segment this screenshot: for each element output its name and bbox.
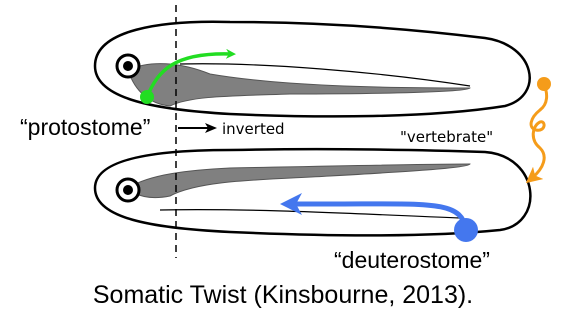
inverted-label: inverted bbox=[222, 120, 285, 138]
deuterostome-dot bbox=[454, 218, 478, 242]
figure-caption: Somatic Twist (Kinsbourne, 2013). bbox=[0, 281, 566, 310]
deuterostome-label: “deuterostome” bbox=[334, 247, 490, 273]
vertebrate-label: "vertebrate" bbox=[400, 128, 493, 146]
protostome-dot bbox=[140, 90, 154, 104]
orange-twist-arrow-icon bbox=[531, 77, 551, 178]
protostome-body bbox=[95, 22, 530, 117]
protostome-label: “protostome” bbox=[20, 114, 150, 140]
